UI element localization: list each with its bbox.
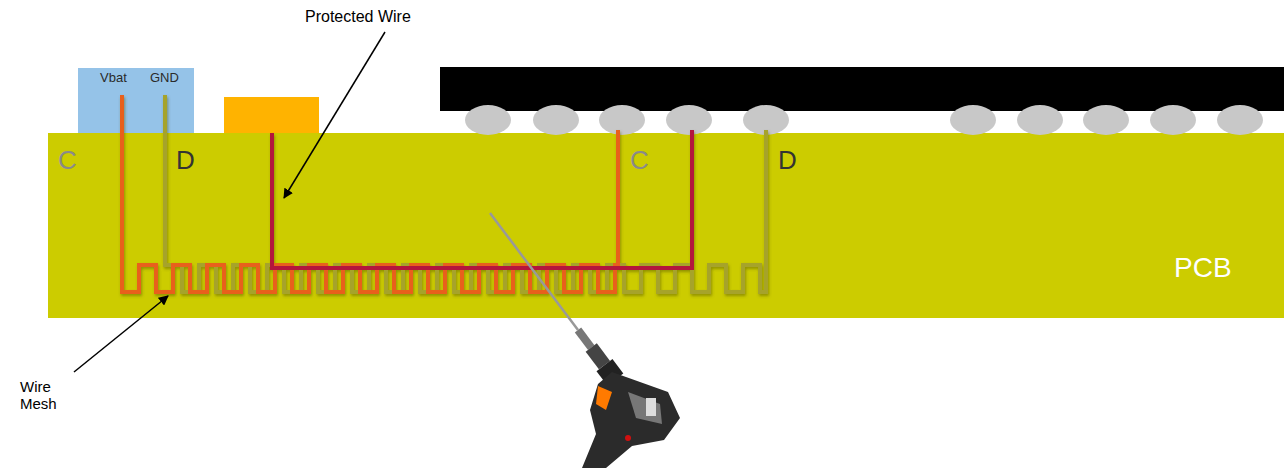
solder-ball <box>950 105 996 135</box>
solder-ball <box>666 105 712 135</box>
component-pad <box>224 97 319 133</box>
wire-letter: C <box>58 146 77 176</box>
pin-name: GND <box>150 71 179 86</box>
drill <box>490 213 680 468</box>
solder-ball <box>533 105 579 135</box>
pin-name: Vbat <box>100 71 127 86</box>
leader-arrow <box>74 296 168 372</box>
battery-connector <box>78 68 194 133</box>
callout-label: Protected Wire <box>305 8 411 26</box>
leader-arrow <box>284 32 385 198</box>
solder-ball <box>1150 105 1196 135</box>
wire-letter: C <box>630 146 649 176</box>
mesh-wire-d <box>165 95 766 292</box>
bga-chip <box>440 67 1284 111</box>
wire-letter: D <box>778 146 797 176</box>
wire-letter: D <box>176 146 195 176</box>
solder-balls <box>465 105 1263 135</box>
solder-ball <box>1017 105 1063 135</box>
callout-label: Wire Mesh <box>20 378 68 413</box>
protected-wire <box>272 130 692 268</box>
board-label: PCB <box>1174 252 1232 284</box>
battery-connector-box: Vbat GND <box>78 68 194 133</box>
solder-ball <box>465 105 511 135</box>
pcb-board-region: PCB <box>48 133 1284 318</box>
mesh-wire-c <box>122 95 618 292</box>
solder-ball <box>1217 105 1263 135</box>
solder-ball <box>1083 105 1129 135</box>
solder-ball <box>599 105 645 135</box>
